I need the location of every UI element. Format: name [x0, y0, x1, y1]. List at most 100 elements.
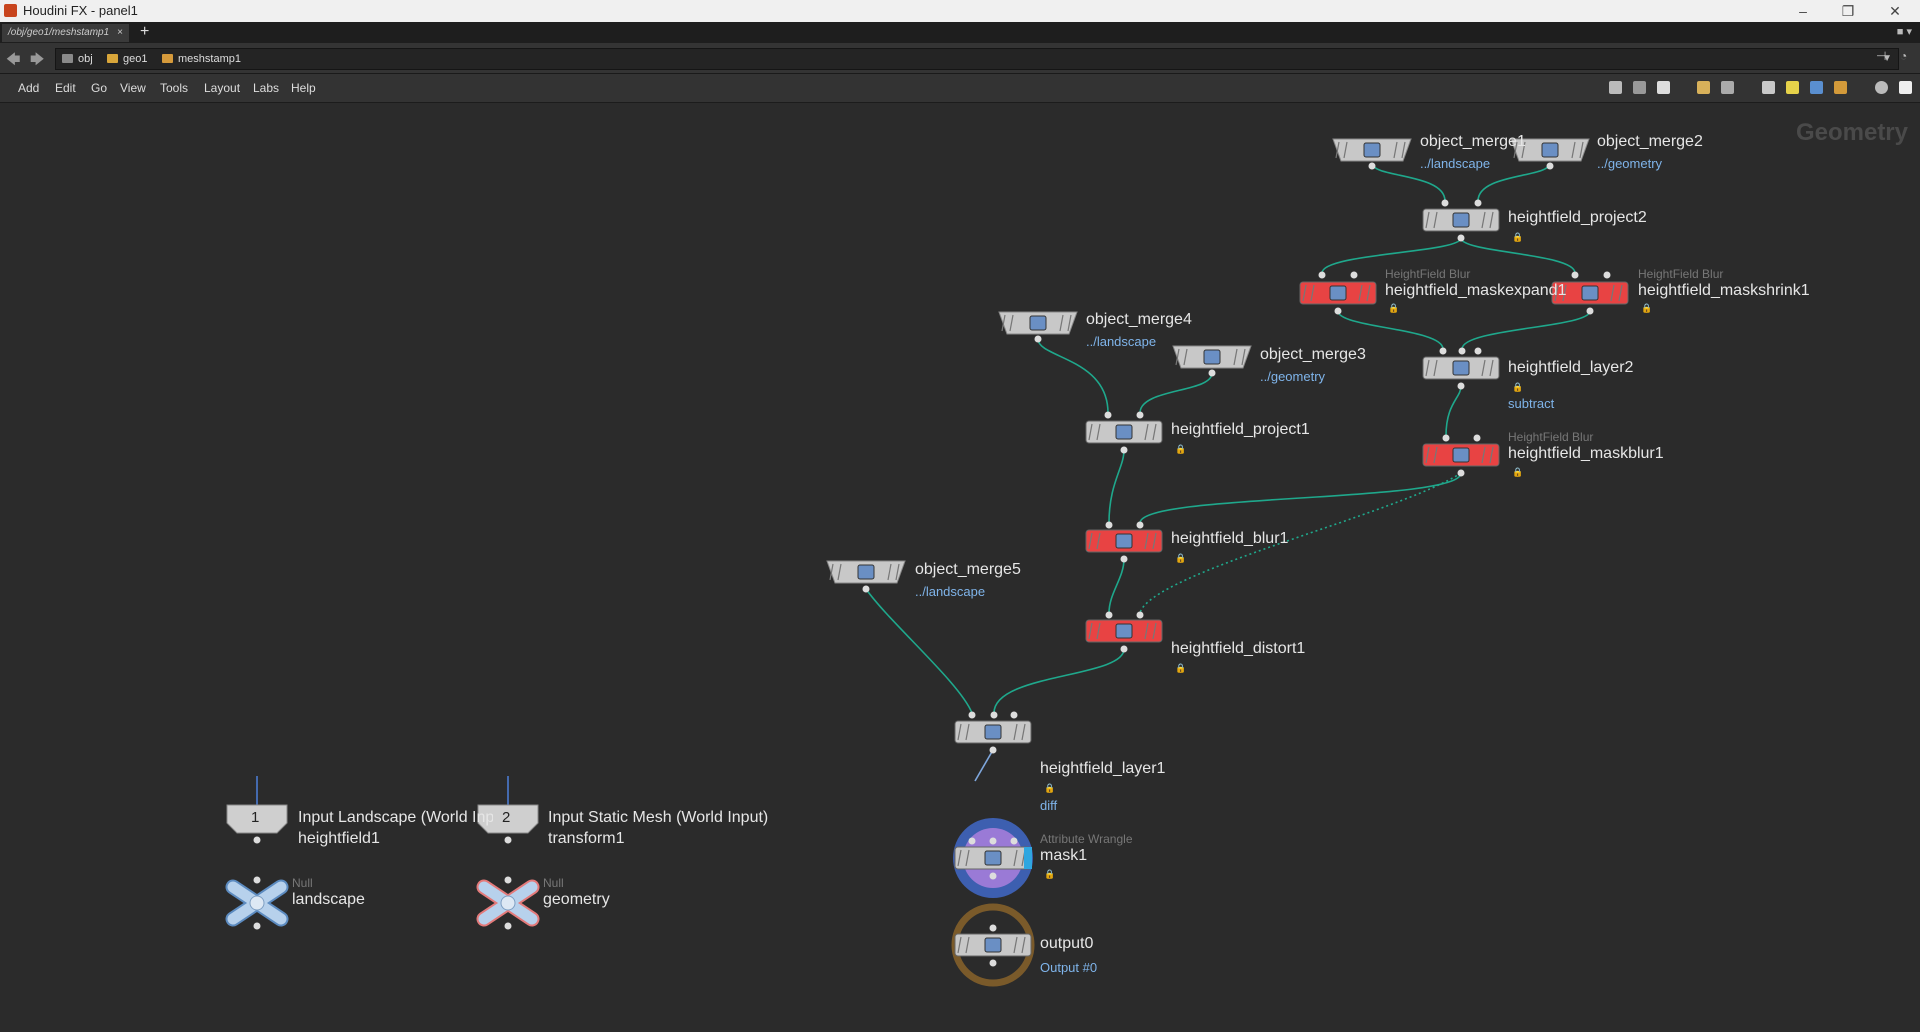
node-port[interactable]	[989, 924, 997, 932]
node-port[interactable]	[504, 836, 512, 844]
node-path: ../geometry	[1260, 369, 1326, 384]
node-port[interactable]	[1474, 347, 1482, 355]
node-port[interactable]	[1105, 611, 1113, 619]
node-port[interactable]	[1318, 271, 1326, 279]
node-output-label: Output #0	[1040, 960, 1098, 975]
wire	[1037, 338, 1109, 414]
node-port[interactable]	[1473, 434, 1481, 442]
tab-close-icon[interactable]: ×	[117, 27, 124, 38]
node-port[interactable]	[1120, 446, 1128, 454]
help-icon[interactable]: ◔	[1900, 49, 1908, 63]
image-icon[interactable]	[1810, 81, 1823, 94]
node-port[interactable]	[1439, 347, 1447, 355]
node-port[interactable]	[253, 876, 261, 884]
node-port[interactable]	[989, 746, 997, 754]
node-port[interactable]	[504, 876, 512, 884]
node-icon	[1452, 212, 1470, 228]
minimize-button[interactable]: –	[1799, 3, 1807, 19]
node-port[interactable]	[504, 922, 512, 930]
add-tab-button[interactable]: +	[140, 23, 150, 40]
node-port[interactable]	[968, 837, 976, 845]
wire	[1108, 449, 1125, 524]
node-port[interactable]	[253, 922, 261, 930]
node-port[interactable]	[989, 959, 997, 967]
node-port[interactable]	[1105, 521, 1113, 529]
node-port[interactable]	[990, 711, 998, 719]
node-input2[interactable]	[477, 804, 539, 834]
breadcrumb: obj geo1 meshstamp1 ▼	[55, 48, 1899, 70]
node-name: heightfield_project2	[1508, 209, 1647, 226]
node-port[interactable]	[1457, 382, 1465, 390]
node-port[interactable]	[1136, 521, 1144, 529]
display-options-icon[interactable]	[1899, 81, 1912, 94]
node-name: transform1	[548, 830, 625, 847]
node-port[interactable]	[862, 585, 870, 593]
pin-icon[interactable]: ⊣	[1876, 49, 1887, 63]
restore-button[interactable]: ❐	[1841, 3, 1855, 19]
menu-help[interactable]: Help	[291, 81, 316, 95]
node-port[interactable]	[1334, 307, 1342, 315]
hda-box-icon	[162, 54, 173, 63]
menu-labs[interactable]: Labs	[253, 81, 280, 95]
node-port[interactable]	[1136, 611, 1144, 619]
grid-layout-icon[interactable]	[1697, 81, 1710, 94]
menu-edit[interactable]: Edit	[55, 81, 76, 95]
breadcrumb-meshstamp1[interactable]: meshstamp1	[162, 49, 241, 69]
tab-network[interactable]: /obj/geo1/meshstamp1×	[2, 24, 130, 42]
subnet-icon[interactable]	[1834, 81, 1847, 94]
wrench-tools-icon[interactable]	[1609, 81, 1622, 94]
node-port[interactable]	[968, 711, 976, 719]
pane-menu-icon[interactable]: ■ ▾	[1896, 26, 1912, 38]
lock-icon: 🔒	[1044, 869, 1056, 879]
breadcrumb-geo1[interactable]: geo1	[107, 49, 147, 69]
node-port[interactable]	[1546, 162, 1554, 170]
node-port[interactable]	[1586, 307, 1594, 315]
node-port[interactable]	[1034, 335, 1042, 343]
node-port[interactable]	[1368, 162, 1376, 170]
node-port[interactable]	[1441, 199, 1449, 207]
node-port[interactable]	[1350, 271, 1358, 279]
node-port[interactable]	[1457, 234, 1465, 242]
network-box-icon[interactable]	[1762, 81, 1775, 94]
houdini-app-icon	[4, 4, 17, 17]
node-port[interactable]	[1571, 271, 1579, 279]
node-name: object_merge4	[1086, 311, 1192, 328]
node-port[interactable]	[1120, 645, 1128, 653]
menu-add[interactable]: Add	[18, 81, 40, 95]
display-flag-icon[interactable]	[1024, 847, 1032, 869]
node-port[interactable]	[253, 836, 261, 844]
node-port[interactable]	[1442, 434, 1450, 442]
sticky-note-icon[interactable]	[1786, 81, 1799, 94]
node-port[interactable]	[1010, 711, 1018, 719]
node-icon	[1115, 424, 1133, 440]
menu-go[interactable]: Go	[91, 81, 108, 95]
snap-icon[interactable]	[1721, 81, 1734, 94]
tree-view-icon[interactable]	[1633, 81, 1646, 94]
node-port[interactable]	[1120, 555, 1128, 563]
back-arrow-icon[interactable]: 🡄	[6, 51, 21, 67]
node-port[interactable]	[1603, 271, 1611, 279]
node-input1[interactable]	[226, 804, 288, 834]
node-port[interactable]	[1010, 837, 1018, 845]
chevron-down-icon[interactable]: ▼	[1882, 53, 1892, 64]
node-port[interactable]	[1104, 411, 1112, 419]
breadcrumb-obj[interactable]: obj	[62, 49, 93, 69]
node-type: Attribute Wrangle	[1040, 832, 1133, 846]
node-port[interactable]	[989, 872, 997, 880]
network-editor-canvas[interactable]: Geometry object_merge1 ../	[0, 103, 1920, 1032]
node-port[interactable]	[1457, 469, 1465, 477]
search-icon[interactable]	[1875, 81, 1888, 94]
forward-arrow-icon[interactable]: 🡆	[30, 51, 45, 67]
list-view-icon[interactable]	[1657, 81, 1670, 94]
node-port[interactable]	[1458, 347, 1466, 355]
menu-layout[interactable]: Layout	[204, 81, 241, 95]
menu-tools[interactable]: Tools	[160, 81, 189, 95]
menu-view[interactable]: View	[120, 81, 146, 95]
node-port[interactable]	[1474, 199, 1482, 207]
node-port[interactable]	[1208, 369, 1216, 377]
close-button[interactable]: ✕	[1889, 3, 1901, 19]
node-operation: diff	[1040, 798, 1058, 813]
node-port[interactable]	[989, 837, 997, 845]
node-port[interactable]	[1136, 411, 1144, 419]
wire	[974, 749, 994, 782]
